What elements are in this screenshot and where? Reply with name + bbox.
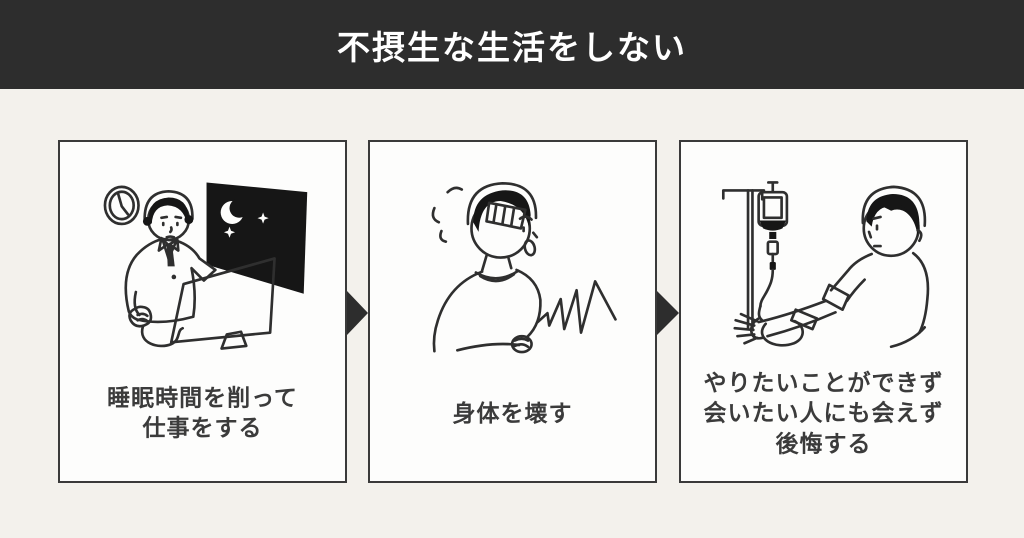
arrow-right-icon <box>657 291 679 335</box>
step-caption: 身体を壊す <box>452 399 573 426</box>
arrow-right-icon <box>347 291 368 335</box>
page-title: 不摂生な生活をしない <box>337 28 687 66</box>
pain-illustration <box>431 181 617 353</box>
step-card-regret-hospital: やりたいことができず 会いたい人にも会えず 後悔する <box>679 140 968 483</box>
step-caption: やりたいことができず 会いたい人にも会えず 後悔する <box>703 369 944 457</box>
illustration-container <box>60 170 345 360</box>
header-bar: 不摂生な生活をしない <box>0 0 1024 89</box>
step-card-break-body: 身体を壊す <box>368 140 657 483</box>
illustration-container <box>681 170 966 360</box>
step-card-work-late: 睡眠時間を削って 仕事をする <box>58 140 347 483</box>
step-caption: 睡眠時間を削って 仕事をする <box>107 384 298 441</box>
clock-icon <box>103 185 140 225</box>
night-work-illustration <box>103 181 307 350</box>
iv-drip-illustration <box>721 180 929 348</box>
illustration-container <box>370 170 655 360</box>
